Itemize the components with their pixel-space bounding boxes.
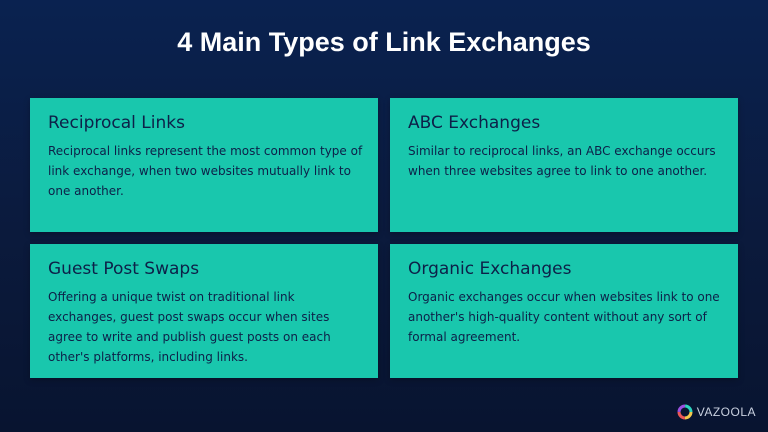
card-reciprocal-links: Reciprocal Links Reciprocal links repres… [30,98,378,232]
brand-name: VAZOOLA [696,405,756,419]
card-title: Reciprocal Links [48,113,185,133]
vazoola-logo-icon [677,404,693,420]
card-text: Reciprocal links represent the most comm… [48,144,363,198]
card-text: Similar to reciprocal links, an ABC exch… [408,144,716,178]
card-title: ABC Exchanges [408,113,541,133]
card-text: Offering a unique twist on traditional l… [48,290,331,364]
card-title: Guest Post Swaps [48,259,200,279]
card-organic-exchanges: Organic Exchanges Organic exchanges occu… [390,244,738,378]
card-guest-post-swaps: Guest Post Swaps Offering a unique twist… [30,244,378,378]
brand-logo: VAZOOLA [677,404,756,420]
page-title: 4 Main Types of Link Exchanges [177,27,591,57]
card-text: Organic exchanges occur when websites li… [408,290,720,344]
card-abc-exchanges: ABC Exchanges Similar to reciprocal link… [390,98,738,232]
card-title: Organic Exchanges [408,259,572,279]
